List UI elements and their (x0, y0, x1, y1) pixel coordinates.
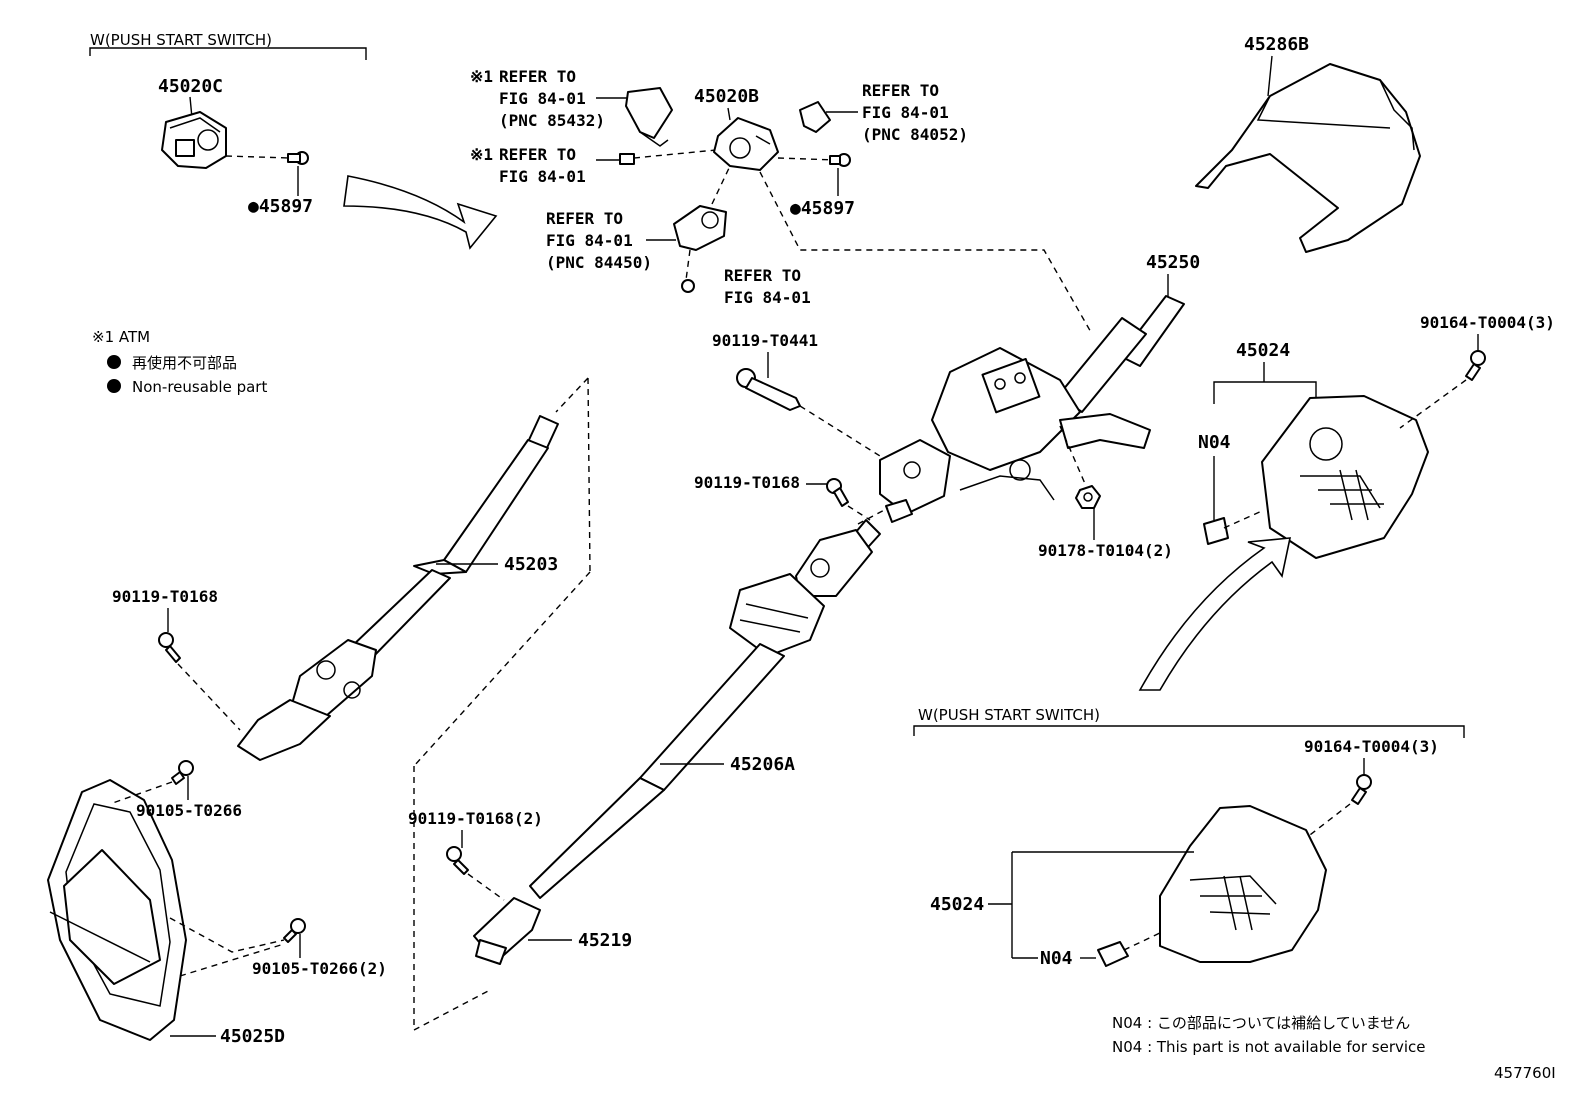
label-90105-t0266: 90105-T0266 (136, 801, 242, 820)
label-45897-right: ●45897 (790, 198, 855, 219)
label-45206a: 45206A (730, 754, 795, 775)
part-90119-t0441[interactable]: 90119-T0441 (712, 331, 881, 457)
svg-text:(PNC 85432): (PNC 85432) (499, 111, 605, 130)
part-45025d[interactable]: 45025D (47, 779, 285, 1047)
part-90105-t0266[interactable]: 90105-T0266 (109, 760, 242, 820)
part-45020c[interactable]: 45020C (158, 76, 227, 169)
dash-45219-box (413, 766, 491, 1032)
label-45025d: 45025D (220, 1026, 285, 1047)
footnote-jp: N04 : この部品については補給していません (1112, 1014, 1410, 1032)
legend-atm: ※1 ATM (92, 328, 150, 346)
reference-4[interactable]: REFER TO FIG 84-01 (PNC 84450) (546, 165, 731, 281)
svg-text:REFER TO: REFER TO (546, 209, 623, 228)
part-45203[interactable]: 45203 (237, 415, 559, 761)
label-90119-t0168-left: 90119-T0168 (112, 587, 218, 606)
label-45897-left: ●45897 (248, 196, 313, 217)
legend-nonreusable-jp: 再使用不可部品 (132, 354, 237, 372)
svg-text:REFER TO: REFER TO (724, 266, 801, 285)
part-90119-t0168-mid[interactable]: 90119-T0168 (694, 473, 871, 521)
label-90178-t0104: 90178-T0104(2) (1038, 541, 1173, 560)
part-90178-t0104[interactable]: 90178-T0104(2) (1038, 425, 1173, 560)
legend-nonreusable-en: Non-reusable part (132, 378, 267, 396)
push-start-variant-top: W(PUSH START SWITCH) (89, 31, 367, 60)
variant-label-bottom: W(PUSH START SWITCH) (918, 706, 1100, 724)
label-n04-top: N04 (1198, 432, 1231, 453)
part-90164-top[interactable]: 90164-T0004(3) (1399, 313, 1555, 429)
reference-3[interactable]: REFER TO FIG 84-01 (PNC 84052) (799, 81, 968, 144)
svg-text:FIG 84-01: FIG 84-01 (499, 89, 586, 108)
figure-id: 457760I (1494, 1064, 1556, 1082)
part-45897-left[interactable]: ●45897 (225, 151, 313, 217)
part-45250[interactable]: 45250 (879, 252, 1200, 523)
part-45897-right[interactable]: ●45897 (777, 153, 855, 219)
part-90119-t0168-2[interactable]: 90119-T0168(2) (408, 809, 543, 901)
variant-label-top: W(PUSH START SWITCH) (90, 31, 272, 49)
part-45020b[interactable]: 45020B (694, 86, 779, 171)
push-start-variant-bottom: W(PUSH START SWITCH) (913, 706, 1465, 738)
part-45286b[interactable]: 45286B (1195, 34, 1421, 253)
arrow-top (343, 175, 498, 250)
label-45024-top: 45024 (1236, 340, 1290, 361)
svg-text:FIG 84-01: FIG 84-01 (499, 167, 586, 186)
label-45203: 45203 (504, 554, 558, 575)
variant-bracket-bottom (913, 725, 1465, 738)
label-45020c: 45020C (158, 76, 223, 97)
part-45219[interactable]: 45219 (473, 897, 632, 965)
label-90105-t0266-2: 90105-T0266(2) (252, 959, 387, 978)
label-90119-t0168-2: 90119-T0168(2) (408, 809, 543, 828)
label-90164-top: 90164-T0004(3) (1420, 313, 1555, 332)
svg-text:FIG 84-01: FIG 84-01 (546, 231, 633, 250)
label-45286b: 45286B (1244, 34, 1309, 55)
svg-text:FIG 84-01: FIG 84-01 (862, 103, 949, 122)
dash-45020b-to-column (759, 171, 1093, 335)
dash-45206a-to-column (857, 507, 889, 525)
svg-text:※1: ※1 (470, 67, 493, 86)
svg-text:FIG 84-01: FIG 84-01 (724, 288, 811, 307)
svg-text:REFER TO: REFER TO (499, 67, 576, 86)
label-90164-bottom: 90164-T0004(3) (1304, 737, 1439, 756)
label-90119-t0441: 90119-T0441 (712, 331, 818, 350)
part-90119-t0168-left[interactable]: 90119-T0168 (112, 587, 241, 731)
label-90119-t0168-mid: 90119-T0168 (694, 473, 800, 492)
arrow-right (1138, 537, 1292, 691)
svg-text:※1: ※1 (470, 145, 493, 164)
svg-text:(PNC 84052): (PNC 84052) (862, 125, 968, 144)
label-45219: 45219 (578, 930, 632, 951)
part-45024-bottom[interactable]: 45024 (930, 805, 1327, 963)
variant-bracket-top (89, 47, 367, 60)
reference-1[interactable]: ※1 REFER TO FIG 84-01 (PNC 85432) (470, 67, 673, 147)
reference-5[interactable]: REFER TO FIG 84-01 (681, 266, 811, 307)
legend: ※1 ATM 再使用不可部品 Non-reusable part (92, 328, 267, 396)
reference-2[interactable]: ※1 REFER TO FIG 84-01 (470, 145, 717, 186)
svg-text:REFER TO: REFER TO (499, 145, 576, 164)
svg-text:(PNC 84450): (PNC 84450) (546, 253, 652, 272)
label-45250: 45250 (1146, 252, 1200, 273)
footnotes: N04 : この部品については補給していません N04 : This part … (1112, 1014, 1556, 1082)
n04-bottom[interactable]: N04 (1040, 931, 1163, 969)
part-90105-t0266-2[interactable]: 90105-T0266(2) (169, 917, 387, 978)
part-45206a[interactable]: 45206A (529, 519, 881, 899)
n04-top[interactable]: N04 (1198, 432, 1265, 545)
part-90164-bottom[interactable]: 90164-T0004(3) (1304, 737, 1439, 839)
label-45020b: 45020B (694, 86, 759, 107)
svg-text:REFER TO: REFER TO (862, 81, 939, 100)
footnote-en: N04 : This part is not available for ser… (1112, 1038, 1426, 1056)
part-45024-top[interactable]: 45024 (1213, 340, 1429, 559)
dash-45203-box (413, 377, 591, 767)
label-45024-bottom: 45024 (930, 894, 984, 915)
label-n04-bottom: N04 (1040, 948, 1073, 969)
